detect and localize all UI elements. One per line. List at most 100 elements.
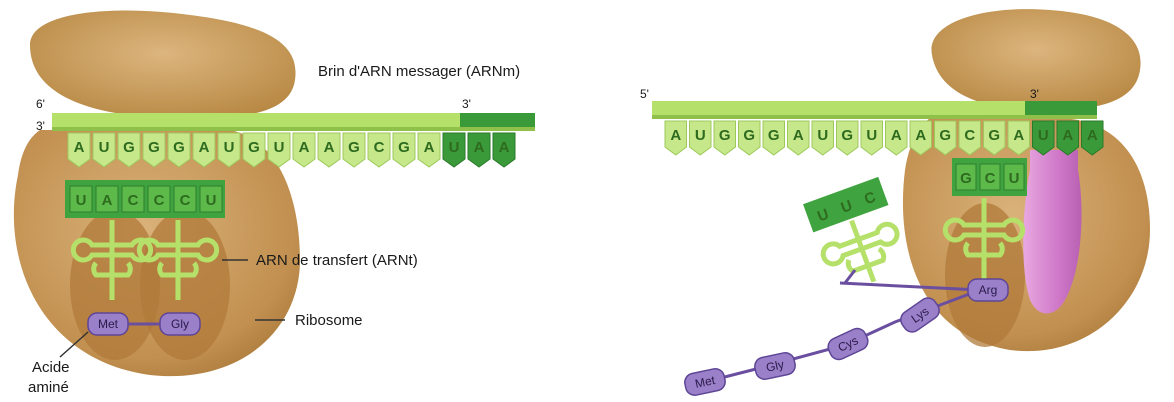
right-mrna-base-tab — [738, 120, 761, 156]
left-3prime-edge-label: 3' — [36, 119, 45, 133]
left-mrna-base-tab — [392, 132, 416, 168]
right-mrna-base-tab — [909, 120, 932, 156]
right-mrna-base-tab — [860, 120, 883, 156]
amino-acid-arg: Arg — [967, 278, 1009, 302]
right-mrna-base-tab — [1032, 120, 1055, 156]
amino-acid-gly: Gly — [754, 352, 796, 380]
left-trna-1 — [70, 220, 154, 300]
amino-acid-gly: Gly — [159, 312, 201, 336]
right-mrna-base-letter: A — [793, 127, 804, 144]
right-mrna-base-tab — [836, 120, 859, 156]
right-mrna-base-letter: G — [768, 127, 780, 144]
right-amino-acids: Met Gly Cys Lys Arg — [684, 278, 1009, 396]
amino-acid-lys: Lys — [900, 297, 940, 333]
left-mrna-base-letter: A — [199, 139, 210, 156]
left-mrna-base-tab — [142, 132, 166, 168]
left-mrna-base-letter: A — [499, 139, 510, 156]
left-anticodon-letter: U — [206, 192, 217, 209]
right-mrna-base-tab — [762, 120, 785, 156]
left-mrna-base-tab — [292, 132, 316, 168]
right-mrna-base-tab — [983, 120, 1006, 156]
left-mrna-base-letter: A — [324, 139, 335, 156]
right-mrna-base-letter: A — [670, 127, 681, 144]
left-mrna-base-letter: G — [123, 139, 135, 156]
left-mrna-base-tab — [467, 132, 491, 168]
right-mrna-base-letter: A — [1087, 127, 1098, 144]
left-mrna-base-letter: U — [224, 139, 235, 156]
left-mrna-base-tab — [167, 132, 191, 168]
left-mrna-base-letter: G — [248, 139, 260, 156]
right-anticodon-cell — [1003, 163, 1025, 191]
left-mrna-strand — [52, 113, 535, 131]
right-mrna-strand — [652, 101, 1097, 119]
left-mrna-base-letter: A — [74, 139, 85, 156]
left-trna-2 — [136, 220, 220, 300]
left-mrna-base-letter: U — [274, 139, 285, 156]
right-mrna-base-tab — [811, 120, 834, 156]
left-anticodon-letter: C — [154, 192, 165, 209]
left-mrna-base-letter: G — [148, 139, 160, 156]
right-mrna-base-tab — [787, 120, 810, 156]
left-anticodon-letter: C — [180, 192, 191, 209]
right-mrna-base-tab — [1056, 120, 1079, 156]
left-mrna-base-letter: A — [474, 139, 485, 156]
right-mrna-base-tab — [885, 120, 908, 156]
amino-acid-pointer — [59, 331, 89, 358]
right-mrna-base-tab — [713, 120, 736, 156]
svg-text:Gly: Gly — [765, 357, 786, 374]
left-mrna-base-letter: A — [299, 139, 310, 156]
right-mrna-base-letter: A — [1013, 127, 1024, 144]
amino-acid-cys: Cys — [827, 327, 869, 361]
left-5prime-label: 6' — [36, 97, 45, 111]
left-mrna-base-tab — [242, 132, 266, 168]
left-mrna-base-tab — [317, 132, 341, 168]
left-mrna-base-tab — [92, 132, 116, 168]
left-mrna-base-tab — [217, 132, 241, 168]
right-mrna-base-tab — [689, 120, 712, 156]
amino-acid-label-line2: aminé — [28, 379, 69, 396]
left-anticodon-cell — [95, 185, 119, 213]
left-anticodon-cell — [199, 185, 223, 213]
mrna-label: Brin d'ARN messager (ARNm) — [318, 63, 520, 80]
amino-acid-met: Met — [684, 368, 726, 396]
left-anticodon-cell — [69, 185, 93, 213]
right-mrna-base-letter: G — [939, 127, 951, 144]
ribosome-label: Ribosome — [295, 312, 363, 329]
release-factor — [1023, 150, 1082, 314]
left-mrna-base-letter: G — [348, 139, 360, 156]
amino-acid-label-line1: Acide — [32, 359, 70, 376]
right-mrna-base-letter: U — [817, 127, 828, 144]
right-anticodon-letter: U — [1009, 170, 1020, 187]
svg-text:Gly: Gly — [171, 317, 189, 331]
right-mrna-base-letter: A — [891, 127, 902, 144]
trna-label: ARN de transfert (ARNt) — [256, 252, 418, 269]
left-mrna-base-tab — [492, 132, 516, 168]
right-mrna-base-letter: U — [1038, 127, 1049, 144]
right-anticodon-cell — [955, 163, 977, 191]
right-mrna-base-tab — [1081, 120, 1104, 156]
svg-text:Arg: Arg — [979, 283, 998, 297]
left-mrna-base-tab — [192, 132, 216, 168]
right-mrna-base-letter: C — [964, 127, 975, 144]
left-mrna-base-tab — [117, 132, 141, 168]
right-anticodon-letter: C — [985, 170, 996, 187]
right-mrna-base-letter: G — [988, 127, 1000, 144]
left-mrna-base-tab — [267, 132, 291, 168]
left-mrna-base-tab — [442, 132, 466, 168]
right-3prime-label: 3' — [1030, 87, 1039, 101]
left-anticodon-letter: A — [102, 192, 113, 209]
left-mrna-base-tab — [417, 132, 441, 168]
svg-text:Met: Met — [694, 373, 717, 391]
left-mrna-base-letter: U — [449, 139, 460, 156]
left-anticodon-cell — [121, 185, 145, 213]
right-mrna-base-tab — [1007, 120, 1030, 156]
right-mrna-base-letter: A — [1062, 127, 1073, 144]
right-mrna-base-letter: G — [719, 127, 731, 144]
